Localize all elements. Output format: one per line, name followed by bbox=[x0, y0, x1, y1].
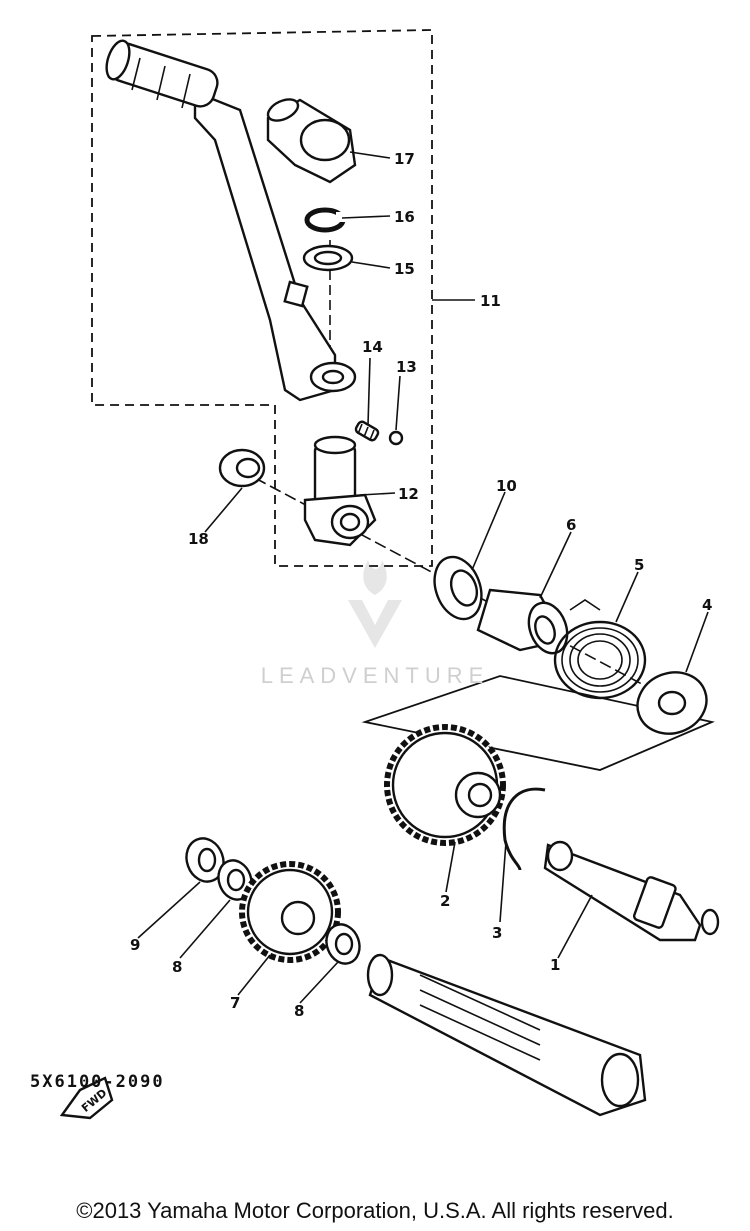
part-label-14: 14 bbox=[362, 338, 383, 356]
kick-axle-1 bbox=[543, 840, 720, 942]
part-label-10: 10 bbox=[496, 477, 517, 495]
part-label-15: 15 bbox=[394, 260, 415, 278]
washer-8-upper bbox=[217, 859, 253, 901]
part-label-1: 1 bbox=[550, 956, 560, 974]
copyright-notice: ©2013 Yamaha Motor Corporation, U.S.A. A… bbox=[76, 1198, 674, 1223]
part-label-16: 16 bbox=[394, 208, 415, 226]
watermark-text: LEADVENTURE bbox=[260, 663, 490, 688]
clip-3 bbox=[502, 787, 546, 871]
part-label-8-lower: 8 bbox=[294, 1002, 304, 1020]
idler-gear-7 bbox=[239, 861, 341, 963]
spring-guide-6 bbox=[476, 588, 569, 655]
part-label-4: 4 bbox=[702, 596, 712, 614]
watermark-logo-icon bbox=[348, 560, 402, 648]
part-label-18: 18 bbox=[188, 530, 209, 548]
kick-crank-boss bbox=[303, 435, 377, 547]
part-label-9: 9 bbox=[130, 936, 140, 954]
part-label-2: 2 bbox=[440, 892, 450, 910]
part-label-17: 17 bbox=[394, 150, 415, 168]
washer-4 bbox=[636, 671, 708, 735]
washer-8-lower bbox=[325, 923, 361, 965]
part-label-5: 5 bbox=[634, 556, 644, 574]
kick-gear-group-boundary bbox=[361, 675, 715, 771]
part-label-11: 11 bbox=[480, 292, 501, 310]
assembly-11-boundary bbox=[91, 29, 433, 567]
fwd-arrow-icon: FWD bbox=[59, 1076, 114, 1120]
nut-18 bbox=[218, 448, 266, 488]
oil-seal-10 bbox=[433, 555, 483, 621]
pedal-boss-cover bbox=[266, 98, 357, 184]
part-label-13: 13 bbox=[396, 358, 417, 376]
washer-9 bbox=[185, 837, 225, 883]
part-label-6: 6 bbox=[566, 516, 576, 534]
leader-lines bbox=[137, 151, 709, 1004]
washer-15 bbox=[302, 244, 354, 272]
kick-pedal-arm bbox=[105, 39, 357, 402]
main-shaft bbox=[366, 953, 647, 1117]
part-labels: 17 16 15 11 14 13 12 18 10 6 5 4 2 3 1 9… bbox=[130, 150, 712, 1020]
part-label-8-upper: 8 bbox=[172, 958, 182, 976]
spring-14 bbox=[354, 420, 380, 442]
kick-gear-2 bbox=[384, 724, 506, 846]
drawing-code: 5X6100-2090 bbox=[30, 1072, 165, 1092]
ball-13 bbox=[388, 430, 404, 446]
part-label-3: 3 bbox=[492, 924, 502, 942]
circlip-16 bbox=[304, 207, 346, 233]
part-label-12: 12 bbox=[398, 485, 419, 503]
part-label-7: 7 bbox=[230, 994, 240, 1012]
torsion-spring-5 bbox=[553, 599, 647, 700]
